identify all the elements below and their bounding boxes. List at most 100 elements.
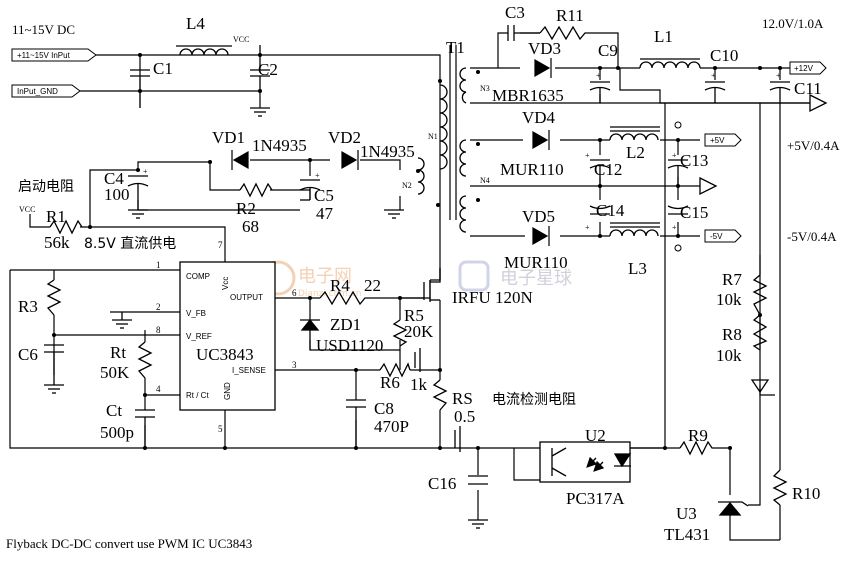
vcc-label-2: VCC <box>19 205 35 214</box>
label-R10: R10 <box>792 484 820 503</box>
capacitor-C1 <box>130 69 150 77</box>
caption: Flyback DC-DC convert use PWM IC UC3843 <box>6 536 252 551</box>
winding-N4 <box>459 139 467 233</box>
label-R7-val: 10k <box>716 290 742 309</box>
svg-text:+: + <box>585 151 590 160</box>
ic-name: UC3843 <box>196 345 254 364</box>
ground-arrow <box>809 93 828 113</box>
capacitor-C16 <box>468 475 488 485</box>
label-Ct-val: 500p <box>100 423 134 442</box>
label-N4: N4 <box>480 176 490 185</box>
label-C4-val: 100 <box>104 185 130 204</box>
supply-range: 11~15V DC <box>12 22 75 37</box>
label-U2: U2 <box>585 426 606 445</box>
resistor-R8 <box>752 314 768 351</box>
label-C4: C4 <box>104 169 124 188</box>
watermark-brand-3: 电子星球 <box>500 268 572 289</box>
capacitor-C9 <box>589 81 611 91</box>
tag-12v: +12V <box>789 61 827 75</box>
resistor-R11 <box>539 25 590 41</box>
svg-text:+: + <box>672 223 677 232</box>
input-pos-tag: +11~15V InPut <box>11 48 97 62</box>
label-U3-part: TL431 <box>664 525 710 544</box>
wiring <box>9 32 810 541</box>
resistor-R5 <box>392 319 408 347</box>
label-R5: R5 <box>404 306 424 325</box>
label-C8-val: 470P <box>374 417 409 436</box>
diode-VD4 <box>532 130 550 150</box>
label-Rt-val: 50K <box>100 363 130 382</box>
label-Rt: Rt <box>110 343 126 362</box>
capacitor-C4 <box>127 175 149 187</box>
label-L4: L4 <box>186 14 205 33</box>
inductor-L2 <box>609 133 659 141</box>
diode-VD2 <box>341 150 359 170</box>
capacitor-C14 <box>589 205 611 215</box>
zener-ZD1 <box>300 318 320 331</box>
svg-text:I_SENSE: I_SENSE <box>232 366 266 375</box>
svg-text:Vcc: Vcc <box>221 277 230 290</box>
label-C9: C9 <box>598 41 618 60</box>
ic-UC3843: COMP V_FB V_REF Rt / Ct Vcc OUTPUT I_SEN… <box>179 261 276 411</box>
label-VD3: VD3 <box>528 39 561 58</box>
resistor-R6 <box>379 362 411 378</box>
dc-supply-note: 8.5V 直流供电 <box>84 235 176 252</box>
watermark-brand-2: Dianzi.com.cn <box>298 289 361 299</box>
label-VD4: VD4 <box>522 108 556 127</box>
inductor-L4 <box>179 48 229 56</box>
label-C6: C6 <box>18 345 38 364</box>
ground-arrow <box>750 379 770 394</box>
capacitor-C5 <box>299 179 321 191</box>
label-C3: C3 <box>505 3 525 22</box>
label-T1: T1 <box>446 38 465 57</box>
label-Q1-part: IRFU 120N <box>452 288 533 307</box>
resistor-R7 <box>752 274 768 316</box>
neg5-rating: -5V/0.4A <box>787 229 837 244</box>
label-C16: C16 <box>428 474 456 493</box>
label-R7: R7 <box>722 270 742 289</box>
svg-text:+12V: +12V <box>794 64 814 73</box>
watermark-brand-1: 电子网 <box>298 266 352 287</box>
label-C15: C15 <box>680 203 708 222</box>
svg-text:V_REF: V_REF <box>186 332 212 341</box>
resistor-R1 <box>49 219 83 235</box>
svg-text:+: + <box>585 223 590 232</box>
svg-text:+: + <box>143 167 148 176</box>
input-gnd-tag: InPut_GND <box>11 84 81 98</box>
svg-text:Rt / Ct: Rt / Ct <box>186 391 209 400</box>
label-N3: N3 <box>480 84 490 93</box>
label-R6: R6 <box>380 373 400 392</box>
label-L3: L3 <box>628 259 647 278</box>
label-C11: C11 <box>794 79 822 98</box>
label-R2: R2 <box>236 199 256 218</box>
svg-text:InPut_GND: InPut_GND <box>17 87 58 96</box>
label-R9: R9 <box>688 426 708 445</box>
label-R1: R1 <box>46 207 66 226</box>
winding-N2 <box>417 157 425 195</box>
svg-text:-5V: -5V <box>710 232 723 241</box>
capacitor-C8 <box>346 399 366 408</box>
optocoupler-U2 <box>539 441 631 483</box>
resistor-R4 <box>319 290 370 306</box>
ground-symbol <box>128 209 148 219</box>
shunt-regulator-U3 <box>718 501 749 516</box>
main-rating: 12.0V/1.0A <box>762 16 824 31</box>
label-U3: U3 <box>676 504 697 523</box>
label-C12: C12 <box>594 160 622 179</box>
capacitor-C13 <box>667 159 689 169</box>
winding-N3 <box>459 67 467 104</box>
label-RS-val: 0.5 <box>454 407 475 426</box>
svg-text:6: 6 <box>292 288 297 298</box>
svg-text:+: + <box>672 151 677 160</box>
label-VD5: VD5 <box>522 207 555 226</box>
svg-text:3: 3 <box>292 360 297 370</box>
label-C5-val: 47 <box>316 204 334 223</box>
label-C8: C8 <box>374 399 394 418</box>
label-R6-val: 1k <box>410 375 428 394</box>
svg-text:OUTPUT: OUTPUT <box>230 293 263 302</box>
label-VD2-part: 1N4935 <box>360 142 415 161</box>
inductor-L3 <box>609 229 659 237</box>
label-R8-val: 10k <box>716 346 742 365</box>
ground-symbol <box>112 319 132 329</box>
